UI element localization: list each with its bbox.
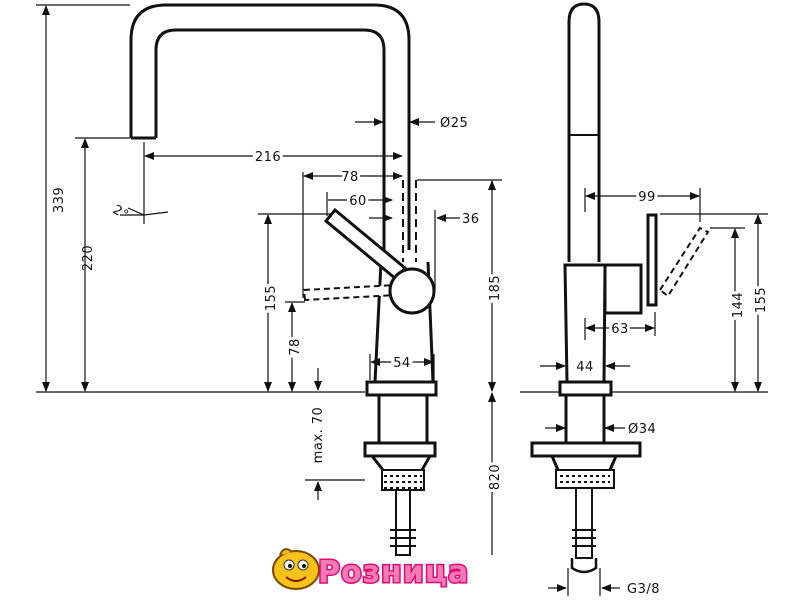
supply-hose — [395, 489, 411, 556]
front-dimensions — [36, 4, 502, 555]
side-view — [530, 2, 710, 559]
label-side-height-144: 144 — [731, 292, 746, 318]
side-spout — [567, 2, 601, 262]
label-side-shank-diameter: Ø34 — [628, 422, 656, 437]
label-side-lever-depth: 63 — [611, 322, 629, 337]
label-side-lever-reach: 99 — [638, 190, 656, 205]
side-lever-hub — [603, 263, 643, 315]
label-spout-diameter: Ø25 — [440, 116, 468, 131]
label-spout-height: 220 — [81, 245, 96, 271]
label-body-height: 185 — [488, 275, 503, 301]
shank — [377, 393, 429, 445]
lever-handle-alt-position — [302, 283, 399, 302]
label-base-width: 54 — [393, 356, 411, 371]
front-dimension-labels: 339 220 216 Ø25 2° 78 60 36 155 78 185 5… — [52, 116, 506, 493]
label-max-deck: max. 70 — [311, 407, 326, 464]
mounting-plate — [363, 441, 437, 458]
label-side-thread: G3/8 — [627, 582, 660, 597]
spout-outline — [129, 3, 411, 250]
front-view — [129, 3, 438, 556]
label-overall-height: 339 — [52, 187, 67, 213]
side-base-ring — [558, 380, 613, 397]
body-left — [373, 261, 383, 383]
label-lever-reach-78: 78 — [341, 170, 359, 185]
side-lever-alt-position — [658, 226, 710, 298]
label-side-height-155: 155 — [754, 287, 769, 313]
label-lever-reach-60: 60 — [349, 194, 367, 209]
label-angle: 2° — [110, 202, 131, 223]
logo-mascot-icon — [272, 548, 320, 590]
label-hose-length: 820 — [488, 464, 503, 490]
lever-hub — [388, 267, 436, 315]
base-ring — [365, 380, 438, 397]
label-lever-height-78: 78 — [288, 338, 303, 356]
side-shank — [564, 393, 606, 445]
logo-text: Розница — [318, 555, 469, 590]
label-lever-height-155: 155 — [264, 285, 279, 311]
side-dimensions — [520, 188, 768, 596]
spout-inner-outline — [154, 28, 386, 250]
side-supply-hose — [575, 487, 593, 559]
lever-handle — [323, 207, 408, 282]
brand-logo: Розница — [272, 548, 470, 592]
label-lever-width: 36 — [462, 212, 480, 227]
side-mounting-plate — [530, 441, 642, 458]
side-dimension-labels: 99 144 155 63 44 Ø34 G3/8 — [573, 187, 772, 597]
label-spout-reach: 216 — [255, 150, 281, 165]
side-lever — [646, 213, 658, 307]
label-side-base-depth: 44 — [576, 360, 594, 375]
